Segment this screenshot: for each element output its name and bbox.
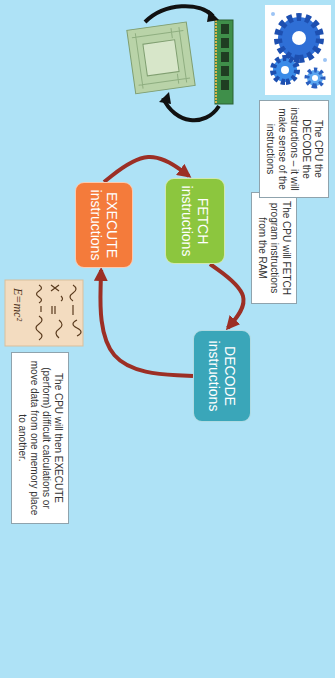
formula-scribble <box>36 285 42 340</box>
flow-arrow <box>163 98 219 120</box>
ram-stick <box>215 20 233 104</box>
cycle-arrow <box>210 264 244 328</box>
gear-hole <box>292 31 306 45</box>
ram-pins <box>215 20 217 104</box>
gear-hole <box>281 66 289 74</box>
sparkle <box>271 12 275 16</box>
description-box: The CPU will then EXECUTE (perform) diff… <box>11 352 69 524</box>
arrowhead <box>159 92 171 104</box>
gear <box>307 70 323 86</box>
ram-cpu-picture <box>127 6 233 120</box>
description-box: The CPU the DECODE the instructions – it… <box>259 100 329 198</box>
process-box: FETCH instructions <box>165 178 225 264</box>
description-box: The CPU will FETCH program instructions … <box>251 192 297 304</box>
ram-chip <box>221 80 229 90</box>
cycle-arrow <box>100 270 193 376</box>
formula-scribble <box>70 285 81 336</box>
cpu-board <box>127 22 195 94</box>
formula-label: E=mc² <box>10 288 25 321</box>
ram-chip <box>221 52 229 62</box>
flow-arrow <box>145 6 213 22</box>
gear-hole <box>312 75 318 81</box>
process-box: EXECUTE instructions <box>75 182 133 268</box>
description-text: The CPU will FETCH program instructions … <box>256 198 292 298</box>
ram-chip <box>221 66 229 76</box>
formula-scribble <box>51 285 63 338</box>
cpu-core <box>143 40 179 76</box>
gear <box>278 17 320 59</box>
formula-picture <box>5 280 83 346</box>
ram-chip <box>221 24 229 34</box>
box-text: FETCH instructions <box>179 184 211 258</box>
box-text: EXECUTE instructions <box>88 188 120 262</box>
ram-chip <box>221 38 229 48</box>
picture-ground <box>265 5 331 95</box>
gears-picture <box>265 5 331 95</box>
picture-ground <box>5 280 83 346</box>
box-text: DECODE instructions <box>206 336 238 416</box>
process-box: DECODE instructions <box>193 330 251 422</box>
arrowhead <box>207 10 219 22</box>
description-text: The CPU will then EXECUTE (perform) diff… <box>16 358 64 518</box>
cpu-traces <box>131 27 190 90</box>
gear <box>273 58 297 82</box>
description-text: The CPU the DECODE the instructions – it… <box>264 106 324 192</box>
sparkle <box>323 58 327 62</box>
cpu-chip <box>127 22 195 94</box>
